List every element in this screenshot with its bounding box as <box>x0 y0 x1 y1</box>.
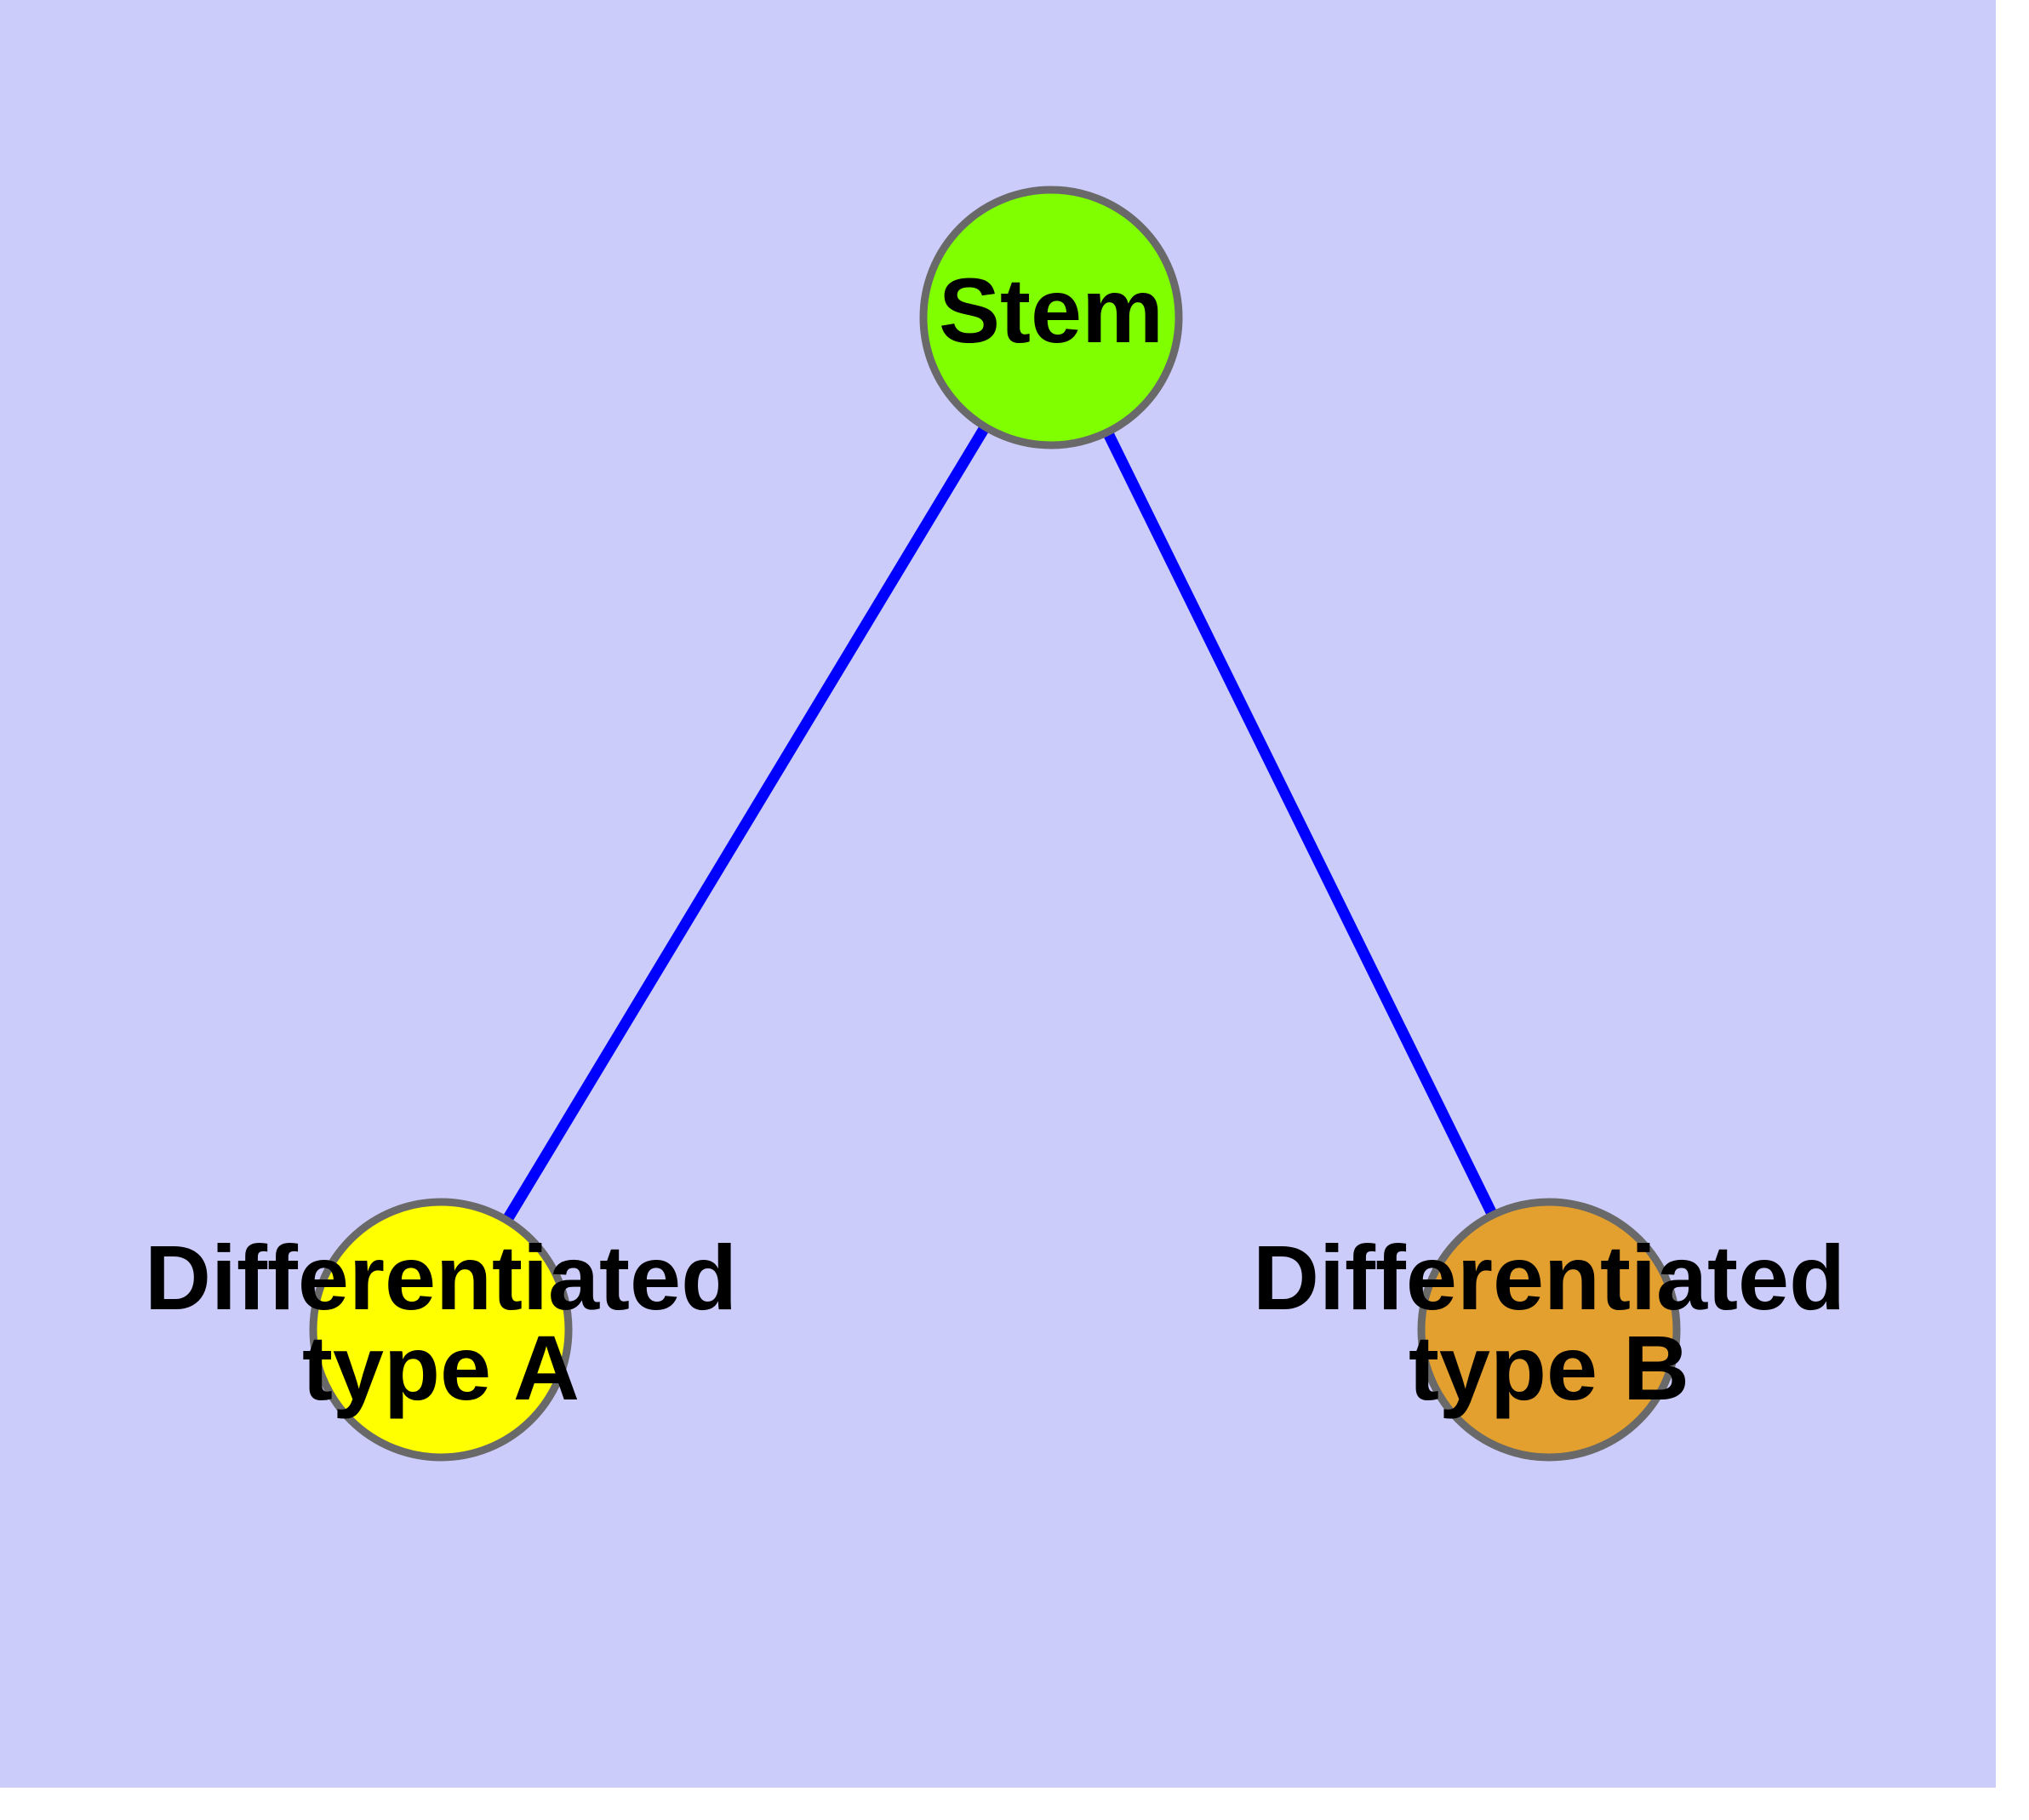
edges-layer <box>436 314 1554 1333</box>
node-label-line: Stem <box>939 259 1163 362</box>
node-diff_b[interactable] <box>1417 1198 1681 1462</box>
edge-stem-diff-b[interactable] <box>1046 315 1554 1332</box>
node-diff_a[interactable] <box>309 1198 573 1462</box>
nodes-layer <box>309 186 1681 1462</box>
node-label-line: Differentiated <box>145 1226 737 1329</box>
node-label-line: Differentiated <box>1253 1226 1845 1329</box>
node-label-stem: Stem <box>939 259 1163 362</box>
node-label-line: type B <box>1409 1315 1689 1418</box>
node-label-line: type A <box>302 1315 580 1418</box>
node-stem[interactable] <box>919 186 1183 449</box>
edge-stem-diff-a[interactable] <box>436 314 1056 1333</box>
